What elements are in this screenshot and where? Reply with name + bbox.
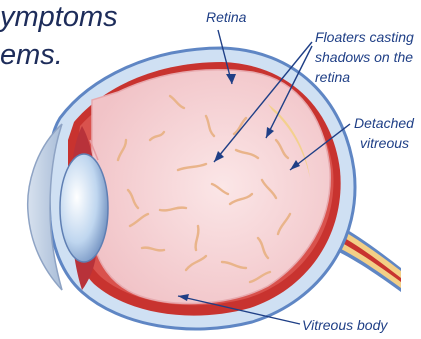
- label-floaters-line-1: Floaters casting: [315, 29, 414, 45]
- label-retina: Retina: [206, 9, 247, 25]
- label-vitreous-body: Vitreous body: [302, 317, 388, 333]
- heading-line-2: ems.: [0, 39, 63, 71]
- label-detached-line-2: vitreous: [360, 135, 409, 151]
- label-detached-line-1: Detached: [354, 115, 415, 131]
- heading-line-1: ymptoms: [0, 1, 118, 33]
- lens: [60, 154, 108, 262]
- label-floaters-line-2: shadows on the: [315, 49, 413, 65]
- label-floaters-line-3: retina: [315, 69, 350, 85]
